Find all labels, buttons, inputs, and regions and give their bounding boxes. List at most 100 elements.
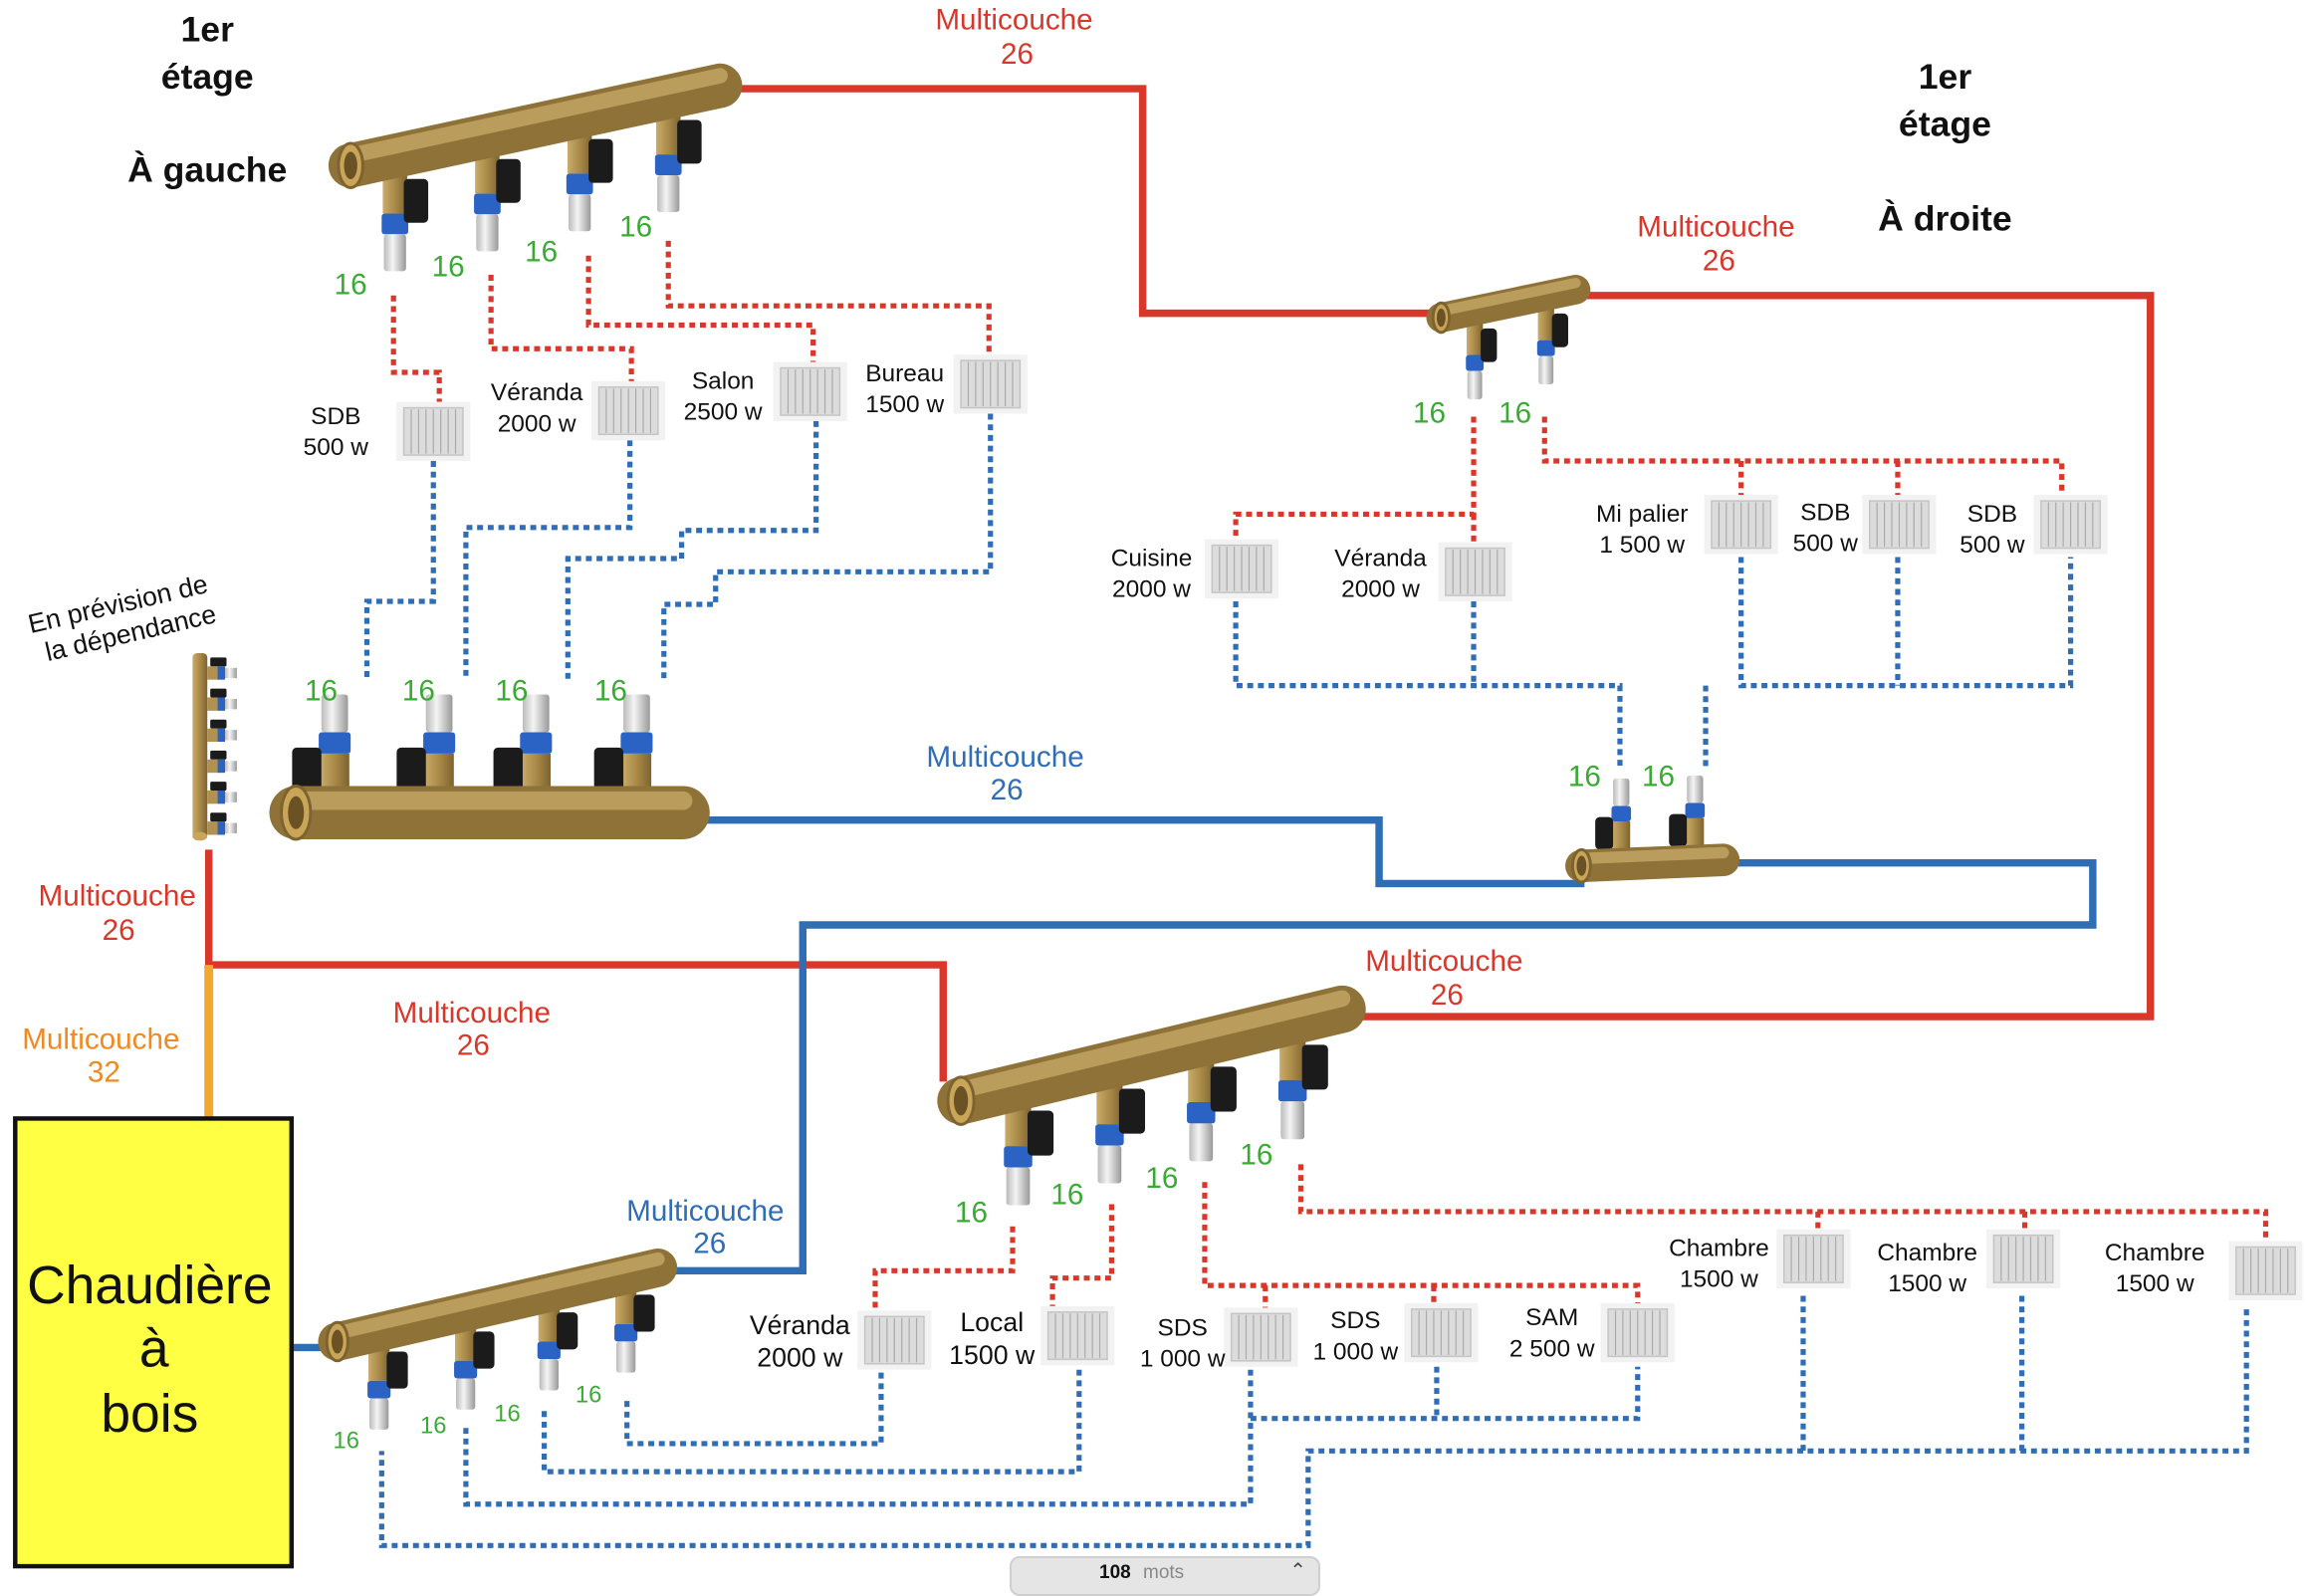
valve-handle [292, 747, 322, 794]
pipe-label-size: 26 [1431, 979, 1464, 1012]
radiator-power: 1500 w [949, 1340, 1036, 1370]
pipe-label-size: 26 [693, 1227, 726, 1259]
pipe-labels: Multicouche 26 Multicouche 26 Multicouch… [22, 4, 1794, 1260]
pipe-size-label: 16 [495, 674, 528, 707]
supply-branch [488, 275, 634, 381]
compression-ring [1685, 802, 1706, 818]
manifold-tube [318, 1249, 678, 1361]
radiator-power: 1 500 w [1599, 532, 1685, 559]
valve-body [207, 666, 220, 680]
compression-ring [1187, 1102, 1216, 1124]
pipe-label-name: Multicouche [626, 1195, 784, 1228]
radiator-power: 2000 w [757, 1343, 843, 1373]
supply-pipe-top [732, 85, 1437, 318]
radiator-room: Véranda [750, 1310, 850, 1340]
manifold-opening [1436, 308, 1446, 328]
return-branch [463, 440, 633, 680]
pipe-fitting [569, 194, 591, 232]
manifold-top-left [328, 63, 743, 272]
supply-branch [1233, 416, 1477, 542]
boiler-label-line2: à [139, 1320, 169, 1379]
radiator-room: Chambre [1669, 1235, 1769, 1261]
supply-branch [1202, 1182, 1641, 1306]
radiator-power: 2000 w [1341, 576, 1420, 603]
pipe-size-label: 16 [335, 268, 367, 301]
manifold-tube [328, 63, 743, 188]
pipe-size-label: 16 [305, 674, 338, 707]
return-branch [363, 461, 436, 680]
radiator-room: SDB [311, 403, 360, 430]
compression-ring [654, 154, 682, 176]
radiator-power: 2 500 w [1509, 1335, 1595, 1362]
pipe-fitting [225, 822, 237, 834]
compression-ring [319, 732, 351, 754]
pipe-fitting [383, 234, 406, 272]
return-branch [661, 413, 994, 680]
supply-branch [585, 255, 816, 362]
pipe-label-name: Multicouche [1637, 210, 1794, 243]
radiator-icon [953, 354, 1028, 414]
radiator-icon [1040, 1305, 1115, 1366]
radiator-power: 1 000 w [1312, 1338, 1398, 1365]
radiator-power: 500 w [304, 434, 369, 461]
radiator-icon [591, 380, 666, 441]
header-left-floor: 1er [180, 10, 234, 50]
valve-body [207, 790, 220, 804]
valve-body [207, 697, 220, 711]
pipe-fitting [1538, 355, 1554, 385]
valve-handle [210, 750, 227, 760]
pipe-size-label: 16 [576, 1382, 601, 1408]
compression-ring [1466, 354, 1485, 371]
valve [566, 115, 613, 232]
compression-ring [367, 1380, 391, 1399]
boiler-label-line3: bois [101, 1385, 198, 1444]
manifold-opening [332, 1329, 344, 1354]
compression-ring [566, 173, 593, 195]
pipe-label-name: Multicouche [926, 741, 1083, 774]
pipe-fitting [1189, 1123, 1214, 1162]
radiator-power: 500 w [1793, 531, 1859, 558]
radiator-icon [1862, 495, 1937, 555]
word-count-bar[interactable]: 108 mots ⌃ [1010, 1556, 1320, 1596]
pipe-fitting [321, 694, 348, 733]
pipe-size-label: 16 [525, 236, 558, 269]
chevron-up-icon[interactable]: ⌃ [1289, 1560, 1306, 1582]
valve-handle [210, 812, 227, 822]
radiator-labels: SDB 500 w Véranda 2000 w Salon 2500 w Bu… [304, 360, 2205, 1373]
supply-branch [1541, 416, 2065, 496]
valve-handle [396, 747, 426, 794]
valve-body [207, 728, 220, 742]
boiler: Chaudière à bois [13, 1116, 295, 1569]
radiator-icon [1704, 495, 1778, 555]
valve-handle [210, 688, 227, 698]
radiator-room: Chambre [1877, 1240, 1977, 1266]
valve-handle [633, 1294, 655, 1332]
manifold-highlight [343, 68, 728, 163]
header-left-side: À gauche [127, 150, 287, 190]
pipe-size-label: 16 [619, 210, 652, 243]
compression-ring [620, 732, 653, 754]
supply-branch [1297, 1164, 2269, 1245]
supply-branch [1049, 1204, 1115, 1306]
compression-ring [217, 759, 226, 774]
return-branch [1738, 557, 2074, 689]
manifold-tube [1565, 843, 1740, 882]
pipe-size-label: 16 [334, 1428, 359, 1454]
supply-branch [665, 240, 992, 355]
supply-pipe-boiler [204, 849, 947, 1082]
valve-handle [1301, 1044, 1328, 1090]
compression-ring [1536, 340, 1555, 356]
header-right: 1er étage À droite [1878, 57, 2012, 238]
pipe-label-size: 26 [1703, 245, 1735, 278]
return-branch [1800, 1295, 2249, 1454]
boiler-box [13, 1116, 295, 1569]
boiler-label-line1: Chaudière [27, 1256, 272, 1315]
pipe-size-label: 16 [1642, 761, 1675, 794]
radiator-power: 2000 w [1112, 576, 1191, 603]
manifold-opening [1576, 855, 1587, 876]
header-right-level: étage [1899, 105, 1991, 144]
radiator-icon [1404, 1302, 1479, 1363]
radiator-icon [773, 361, 847, 421]
dependance-note: En prévision de la dépendance [25, 569, 219, 667]
pipe-fitting [225, 792, 237, 802]
